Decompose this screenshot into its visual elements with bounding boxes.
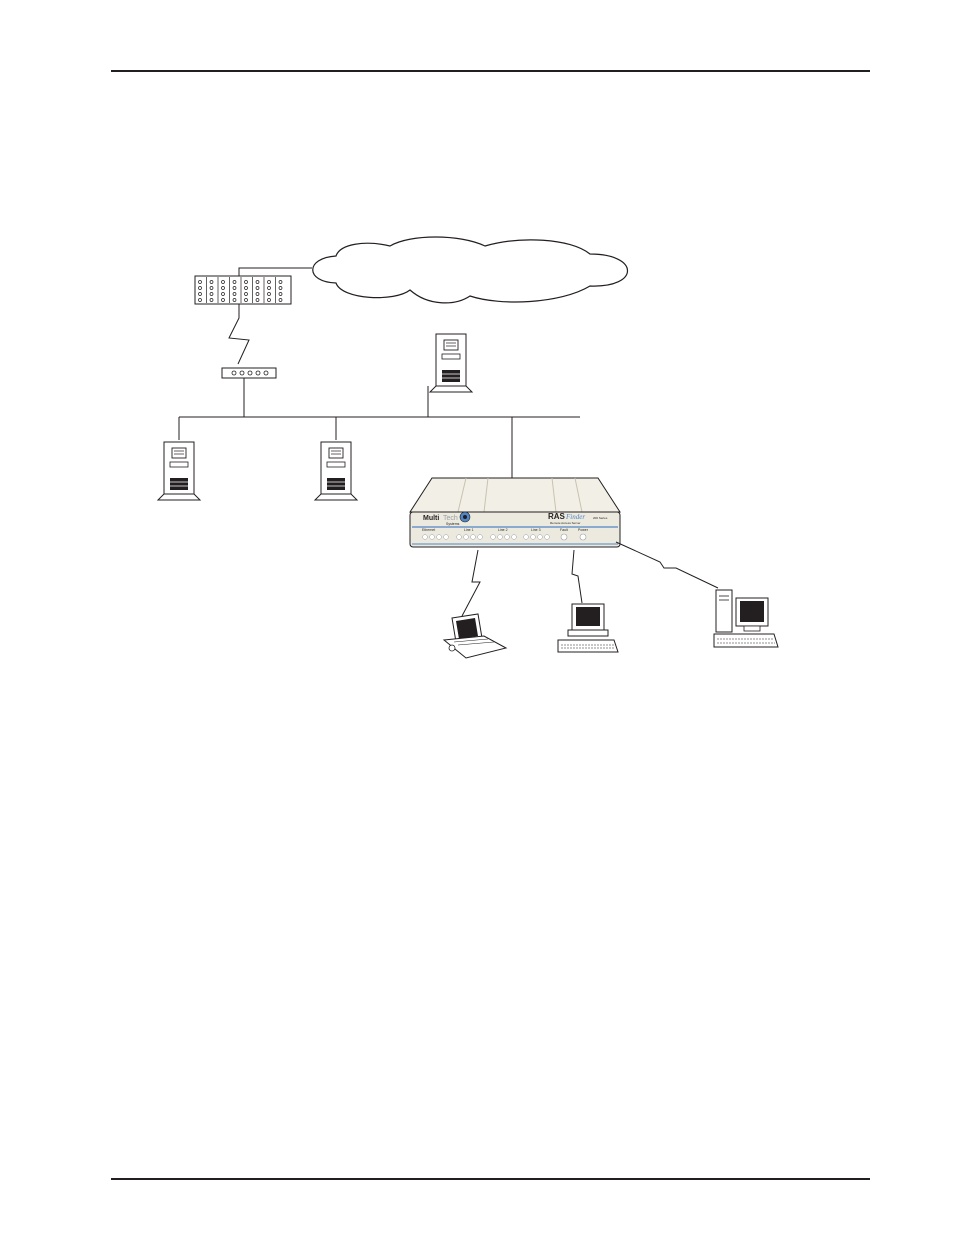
status-led-icon — [491, 535, 496, 540]
laptop-icon — [444, 614, 506, 658]
fault-led-icon — [561, 534, 567, 540]
telco-switch-icon — [195, 276, 291, 304]
lightning-link-icon — [462, 550, 480, 616]
status-led-icon — [545, 535, 550, 540]
status-led-icon — [444, 535, 449, 540]
brand-main: Multi — [423, 515, 439, 522]
product-tagline: Remote Access Server — [550, 521, 581, 525]
brand-line: Systems — [446, 522, 460, 526]
status-led-icon — [505, 535, 510, 540]
lightning-link-icon — [572, 550, 582, 603]
status-led-icon — [524, 535, 529, 540]
led-group-label: Ethernet — [422, 528, 435, 532]
led-group-label: Line 3 — [531, 528, 541, 532]
status-led-icon — [512, 535, 517, 540]
ras-front-panel — [410, 512, 620, 547]
cloud-icon — [313, 237, 628, 303]
led-group-label: Line 2 — [498, 528, 508, 532]
status-led-icon — [430, 535, 435, 540]
router-icon — [222, 368, 276, 417]
desktop-pc-icon — [558, 604, 618, 652]
status-led-icon — [498, 535, 503, 540]
remote-access-server-icon: Multi Tech Systems RAS Finder 200 Series… — [410, 478, 620, 547]
status-led-icon — [471, 535, 476, 540]
lightning-link-icon — [229, 304, 249, 364]
status-led-icon — [478, 535, 483, 540]
workstation-icon — [714, 590, 778, 647]
led-group-label: Line 1 — [464, 528, 474, 532]
lightning-link-icon — [616, 542, 718, 588]
status-led-icon — [423, 535, 428, 540]
power-led-icon — [580, 534, 586, 540]
status-led-icon — [538, 535, 543, 540]
status-led-icon — [464, 535, 469, 540]
tower-server-icon — [315, 442, 357, 500]
status-led-icon — [531, 535, 536, 540]
status-led-icon — [457, 535, 462, 540]
status-led-icon — [437, 535, 442, 540]
tower-server-icon — [430, 334, 472, 392]
fault-label: Fault — [560, 528, 568, 532]
brand-sub: Tech — [443, 515, 458, 522]
product-name: RAS — [548, 512, 566, 521]
product-series: 200 Series — [593, 516, 608, 520]
product-script: Finder — [565, 513, 585, 521]
tower-server-icon — [158, 442, 200, 500]
switch-cloud-link — [239, 268, 312, 276]
power-label: Power — [578, 528, 589, 532]
